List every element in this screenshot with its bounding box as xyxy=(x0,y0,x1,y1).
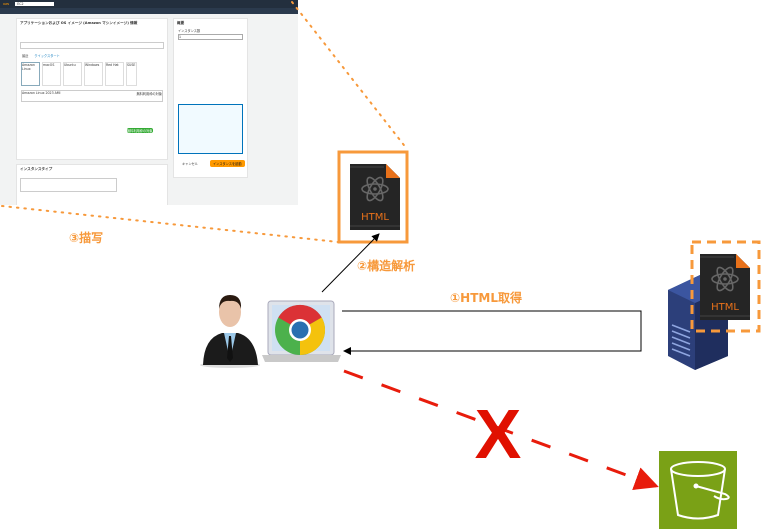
html-highlight-box xyxy=(337,150,409,244)
step3-label: ③描写 xyxy=(69,231,104,245)
launch-button: インスタンスを起動 xyxy=(210,160,245,167)
dotted-line-bottom xyxy=(1,205,339,243)
svg-text:HTML: HTML xyxy=(361,212,389,223)
ami-card: Windows xyxy=(84,62,103,86)
s3-bucket-icon xyxy=(659,451,737,529)
user-icon xyxy=(200,295,260,368)
html-file-icon: HTML xyxy=(349,163,401,231)
aws-console-screenshot: aws EC2 アプリケーションおよび OS イメージ (Amazon マシンイ… xyxy=(0,0,298,205)
cancel-button: キャンセル xyxy=(182,162,198,166)
ami-panel: アプリケーションおよび OS イメージ (Amazon マシンイメージ) 情報 … xyxy=(16,18,168,160)
ami-card: Ubuntu xyxy=(63,62,82,86)
free-tier-badge: 無料利用枠の対象 xyxy=(127,128,153,133)
step1-label: ①HTML取得 xyxy=(450,291,522,305)
step2-label: ②構造解析 xyxy=(357,259,416,273)
laptop-chrome-icon xyxy=(262,300,341,362)
ami-title: アプリケーションおよび OS イメージ (Amazon マシンイメージ) 情報 xyxy=(20,21,138,25)
parse-arrow xyxy=(321,233,380,293)
tab-quickstart: クイックスタート xyxy=(34,54,60,58)
search-box: EC2 xyxy=(15,2,54,6)
ami-card: Amazon Linux xyxy=(21,62,40,86)
server-html-file-icon: HTML xyxy=(699,253,751,321)
blocked-x-mark: X xyxy=(475,395,522,473)
fetch-html-arrow xyxy=(342,310,642,355)
svg-text:HTML: HTML xyxy=(711,302,739,313)
server-html-dashed-box xyxy=(690,240,761,333)
tab-recent: 最近 xyxy=(22,54,29,58)
ami-select: Amazon Linux 2023 AMI 無料利用枠の対象 xyxy=(21,90,163,102)
ami-card: SUSE xyxy=(126,62,137,86)
ami-card: macOS xyxy=(42,62,61,86)
summary-panel: 概要 インスタンス数 1 キャンセル インスタンスを起動 xyxy=(173,18,248,178)
instance-type-panel: インスタンスタイプ xyxy=(16,164,168,205)
console-topbar: aws EC2 xyxy=(0,0,298,8)
dotted-line-top xyxy=(291,1,408,150)
aws-logo: aws xyxy=(3,2,10,6)
console-favorites-bar xyxy=(0,8,298,14)
blocked-arrow xyxy=(343,369,659,490)
ami-card: Red Hat xyxy=(105,62,124,86)
